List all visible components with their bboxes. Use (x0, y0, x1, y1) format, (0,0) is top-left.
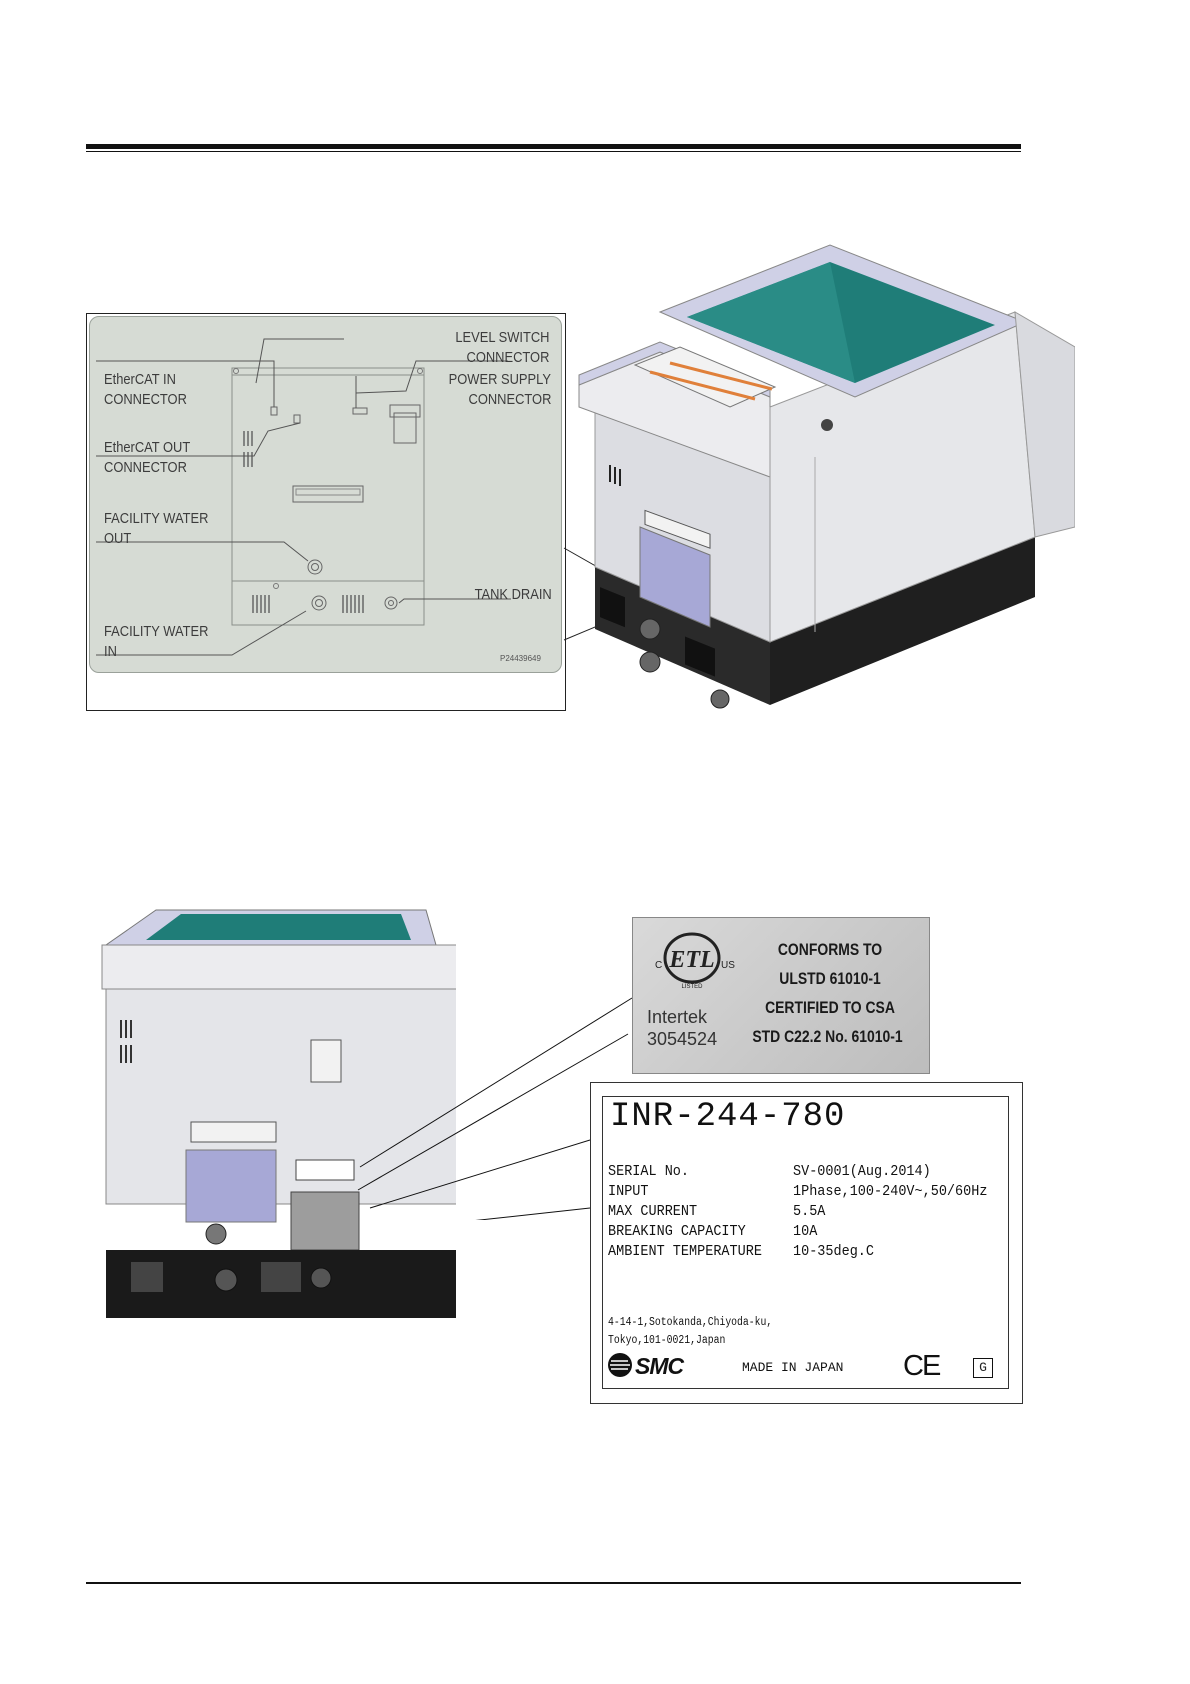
label-level-switch-1: LEVEL SWITCH (454, 329, 549, 346)
nameplate-ambient-label: AMBIENT TEMPERATURE (608, 1243, 762, 1260)
unit-rear-view (101, 909, 456, 1318)
nameplate-address-1: 4-14-1,Sotokanda,Chiyoda-ku, (608, 1316, 773, 1329)
etl-us: US (721, 960, 735, 971)
header-rule-thick (86, 144, 1021, 149)
cert-agency: Intertek (647, 1007, 708, 1027)
nameplate-model: INR-244-780 (610, 1098, 846, 1136)
label-facility-water-out-1: FACILITY WATER (104, 510, 209, 527)
nameplate-breaking-value: 10A (793, 1223, 818, 1240)
label-ethercat-in-1: EtherCAT IN (104, 371, 176, 388)
nameplate-input-value: 1Phase,100-240V~,50/60Hz (793, 1183, 988, 1200)
label-power-supply-2: CONNECTOR (468, 391, 551, 408)
nameplate-address-2: Tokyo,101-0021,Japan (608, 1334, 726, 1347)
cert-number: 3054524 (647, 1029, 718, 1049)
nameplate-serial-label: SERIAL No. (608, 1163, 690, 1180)
etl-mark: ETL (668, 947, 714, 973)
etl-listed: LISTED (681, 984, 703, 990)
panel-part-code: P24439649 (500, 654, 541, 663)
cert-line-4: STD C22.2 No. 61010-1 (752, 1027, 903, 1046)
cert-line-3: CERTIFIED TO CSA (765, 998, 895, 1017)
label-ethercat-out-2: CONNECTOR (104, 459, 187, 476)
g-mark: G (973, 1358, 993, 1378)
nameplate (602, 1096, 1009, 1389)
smc-brand: SMC (635, 1353, 685, 1379)
label-tank-drain: TANK DRAIN (474, 586, 552, 603)
nameplate-breaking-label: BREAKING CAPACITY (608, 1223, 746, 1240)
footer-rule (86, 1582, 1021, 1584)
nameplate-ambient-value: 10-35deg.C (793, 1243, 875, 1260)
label-ethercat-in-2: CONNECTOR (104, 391, 187, 408)
unit-isometric-view (578, 244, 1075, 709)
panel-label-drawing (96, 338, 511, 656)
nameplate-made-in: MADE IN JAPAN (742, 1360, 844, 1375)
etl-c: C (655, 960, 662, 971)
smc-logo: SMC (608, 1353, 686, 1379)
nameplate-current-value: 5.5A (793, 1203, 826, 1220)
nameplate-current-label: MAX CURRENT (608, 1203, 698, 1220)
label-level-switch-2: CONNECTOR (466, 349, 549, 366)
label-facility-water-out-2: OUT (104, 530, 132, 547)
label-facility-water-in-1: FACILITY WATER (104, 623, 209, 640)
cert-line-2: ULSTD 61010-1 (779, 969, 881, 988)
etl-certification-label (632, 917, 930, 1074)
label-ethercat-out-1: EtherCAT OUT (104, 439, 191, 456)
nameplate-frame (590, 1082, 1023, 1404)
cert-line-1: CONFORMS TO (777, 940, 883, 959)
label-facility-water-in-2: IN (104, 643, 117, 660)
nameplate-serial-value: SV-0001(Aug.2014) (793, 1163, 931, 1180)
label-callout-lines (357, 997, 633, 1220)
etl-logo: ETL C US LISTED (655, 932, 735, 990)
label-power-supply-1: POWER SUPPLY (448, 371, 551, 388)
nameplate-input-label: INPUT (608, 1183, 649, 1200)
header-rule-thin (86, 151, 1021, 152)
ce-mark: CE (903, 1350, 941, 1382)
